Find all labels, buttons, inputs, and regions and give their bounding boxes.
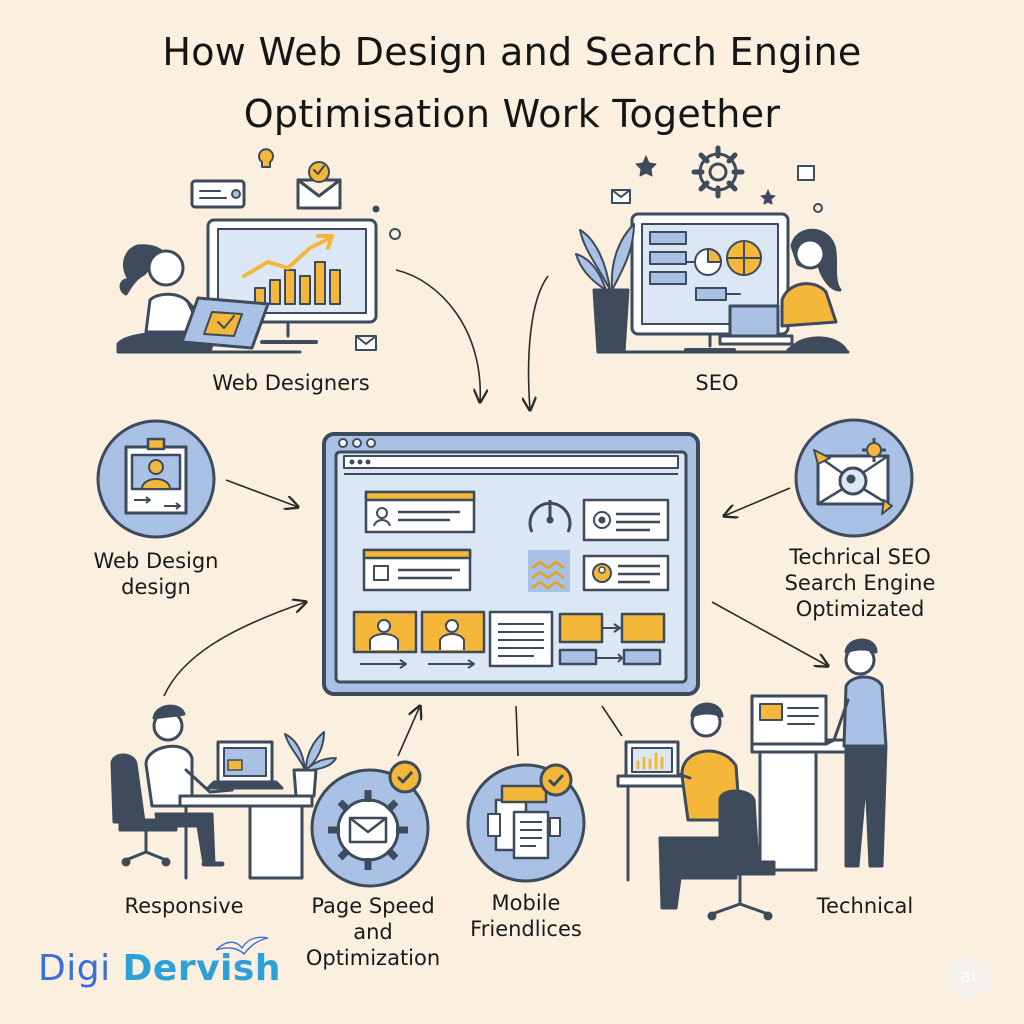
arrow-designers-to-site (395, 269, 480, 402)
trend-chart-icon (242, 234, 341, 305)
brand-bird-icon (215, 936, 269, 956)
seo-person-head (794, 238, 826, 270)
label-web-design-line1: Web Design (93, 549, 219, 573)
gear-icon (862, 438, 886, 462)
page-speed-badge (310, 760, 430, 888)
mobile-friendly-badge (466, 763, 586, 883)
star-icon (760, 189, 776, 205)
label-responsive: Responsive (124, 894, 244, 918)
arrow-site-to-mobile (515, 705, 519, 757)
arrow-site-to-technical-desk (601, 705, 623, 737)
connector-arrows (163, 269, 828, 757)
checkmark-icon (388, 760, 422, 794)
brand-logo-part2: Dervish (122, 948, 281, 989)
office-chair-icon (702, 789, 776, 921)
office-chair-icon (110, 753, 178, 867)
star-icon (635, 155, 657, 177)
seo-laptop (728, 304, 780, 338)
flow-tile (622, 648, 662, 666)
label-page-speed-line2: and (353, 920, 393, 944)
arrow-techseo-to-site (724, 487, 791, 516)
flow-tile (558, 648, 598, 666)
option-card (582, 498, 670, 542)
label-technical: Technical (816, 894, 914, 918)
lightbulb-icon (258, 148, 274, 168)
seo-illustration (575, 145, 850, 354)
plant-icon (575, 223, 635, 354)
brand-logo: Digi Dervish (38, 948, 281, 989)
arrow-webdesign-to-site (225, 479, 298, 507)
window-dot (352, 438, 362, 448)
label-technical-seo-line2: Search Engine (784, 571, 936, 595)
gear-icon (691, 145, 745, 199)
address-bar (343, 455, 679, 469)
arrow-seo-to-site (529, 275, 549, 410)
speed-gauge-icon (528, 500, 572, 533)
label-seo: SEO (695, 371, 739, 395)
technical-seo-badge (794, 418, 914, 538)
brand-logo-part1: Digi (38, 948, 123, 989)
checkmark-icon (539, 763, 573, 797)
envelope-icon (348, 816, 388, 844)
label-web-design-line2: design (121, 575, 191, 599)
plant-icon (284, 731, 337, 798)
flow-tile (558, 612, 604, 644)
arrow-site-to-responsive (163, 602, 306, 697)
desk (178, 794, 314, 808)
label-technical-seo-line1: Techrical SEO (789, 545, 931, 569)
label-mobile-line2: Friendlices (470, 917, 582, 941)
web-designers-illustration (116, 148, 401, 354)
page-title-line1: How Web Design and Search Engine (162, 30, 862, 74)
responsive-illustration (110, 704, 337, 880)
envelope-icon (611, 189, 631, 204)
technical-illustration (616, 638, 888, 921)
small-window-icon (797, 165, 815, 181)
envelope-icon (296, 178, 342, 210)
flow-tile (620, 612, 666, 644)
label-web-designers: Web Designers (212, 371, 370, 395)
user-profile-icon (141, 459, 171, 489)
ai-watermark: ai (944, 957, 992, 997)
window-dot (338, 438, 348, 448)
browser-window-icon (190, 179, 246, 209)
label-technical-seo-line3: Optimizated (795, 597, 925, 621)
gear-icon (328, 790, 408, 870)
arrow-site-to-technical (711, 601, 828, 666)
label-page-speed-line3: Optimization (305, 946, 441, 970)
label-page-speed-line1: Page Speed (311, 894, 435, 918)
label-mobile-line1: Mobile (491, 891, 561, 915)
arrow-pagespeed-to-site (397, 706, 420, 757)
web-design-badge (96, 419, 216, 539)
envelope-icon (355, 335, 377, 351)
window-dot (366, 438, 376, 448)
designer-head (147, 249, 185, 287)
page-title-line2: Optimisation Work Together (243, 92, 781, 136)
central-website-mockup (322, 432, 700, 696)
